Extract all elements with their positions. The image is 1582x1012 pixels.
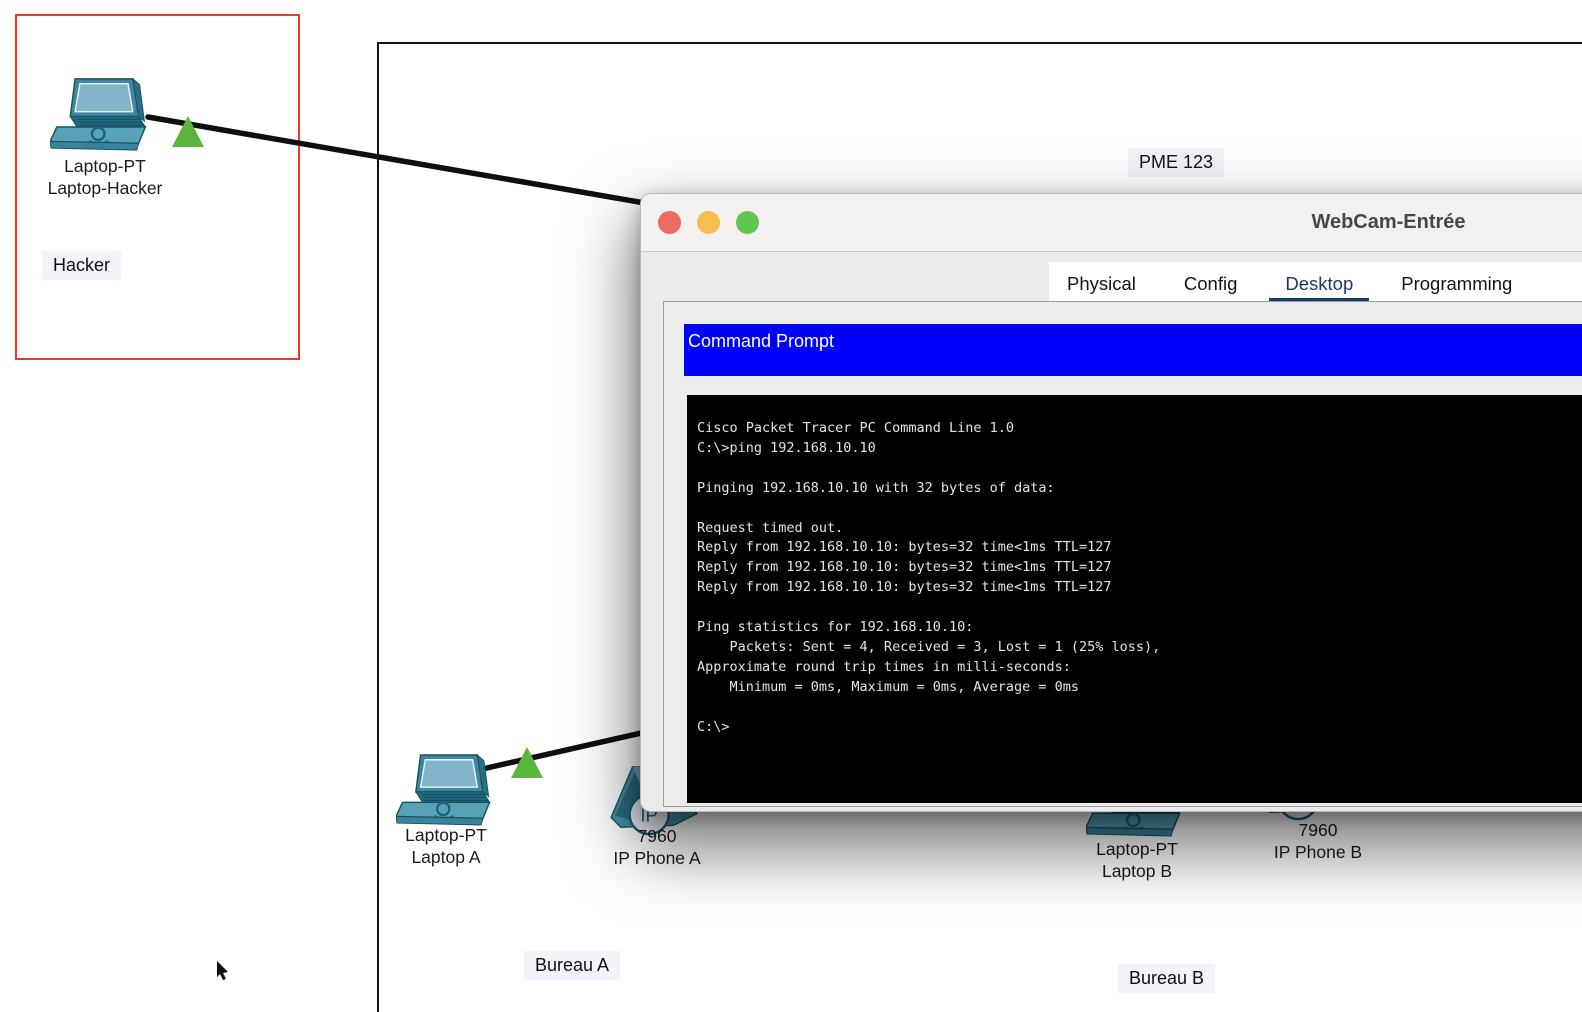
tab-bar: Physical Config Desktop Programming <box>1049 262 1582 308</box>
pme-zone-label: PME 123 <box>1128 148 1225 177</box>
close-button[interactable] <box>658 211 681 234</box>
cursor-icon <box>217 961 228 980</box>
pme-zone-rectangle <box>377 42 1582 1012</box>
laptop-hacker-icon[interactable] <box>50 76 156 153</box>
cable-laptop-a-link[interactable] <box>475 724 671 773</box>
ip-phone-a-label: 7960 IP Phone A <box>613 826 701 868</box>
laptop-a-icon[interactable] <box>396 752 500 828</box>
desktop-panel: Command Prompt Cisco Packet Tracer PC Co… <box>663 301 1582 807</box>
command-prompt-header: Command Prompt <box>684 324 1582 376</box>
bureau-b-label: Bureau B <box>1118 964 1216 993</box>
command-prompt-title: Command Prompt <box>688 331 835 351</box>
device-dialog-window: WebCam-Entrée Physical Config Desktop Pr… <box>640 193 1582 812</box>
tab-physical[interactable]: Physical <box>1067 273 1136 294</box>
laptop-hacker-label: Laptop-PT Laptop-Hacker <box>47 156 163 198</box>
maximize-button[interactable] <box>736 211 759 234</box>
hacker-zone-label: Hacker <box>42 251 122 280</box>
link-up-triangle-hacker <box>172 116 204 147</box>
minimize-button[interactable] <box>697 211 720 234</box>
tab-desktop[interactable]: Desktop <box>1269 273 1370 308</box>
hacker-zone-rectangle <box>15 14 300 360</box>
window-titlebar[interactable]: WebCam-Entrée <box>641 194 1582 252</box>
window-title: WebCam-Entrée <box>1311 211 1466 233</box>
tab-programming[interactable]: Programming <box>1401 273 1513 294</box>
link-up-triangle-laptop-a <box>511 747 543 778</box>
bureau-a-label: Bureau A <box>524 951 621 980</box>
terminal-output[interactable]: Cisco Packet Tracer PC Command Line 1.0 … <box>697 420 1161 735</box>
laptop-b-label: Laptop-PT Laptop B <box>1096 839 1178 881</box>
cable-hacker-link[interactable] <box>145 114 665 209</box>
ip-phone-b-label: 7960 IP Phone B <box>1273 820 1363 862</box>
laptop-a-label: Laptop-PT Laptop A <box>405 825 487 867</box>
terminal-area[interactable]: Cisco Packet Tracer PC Command Line 1.0 … <box>687 395 1582 803</box>
tab-config[interactable]: Config <box>1183 273 1238 294</box>
